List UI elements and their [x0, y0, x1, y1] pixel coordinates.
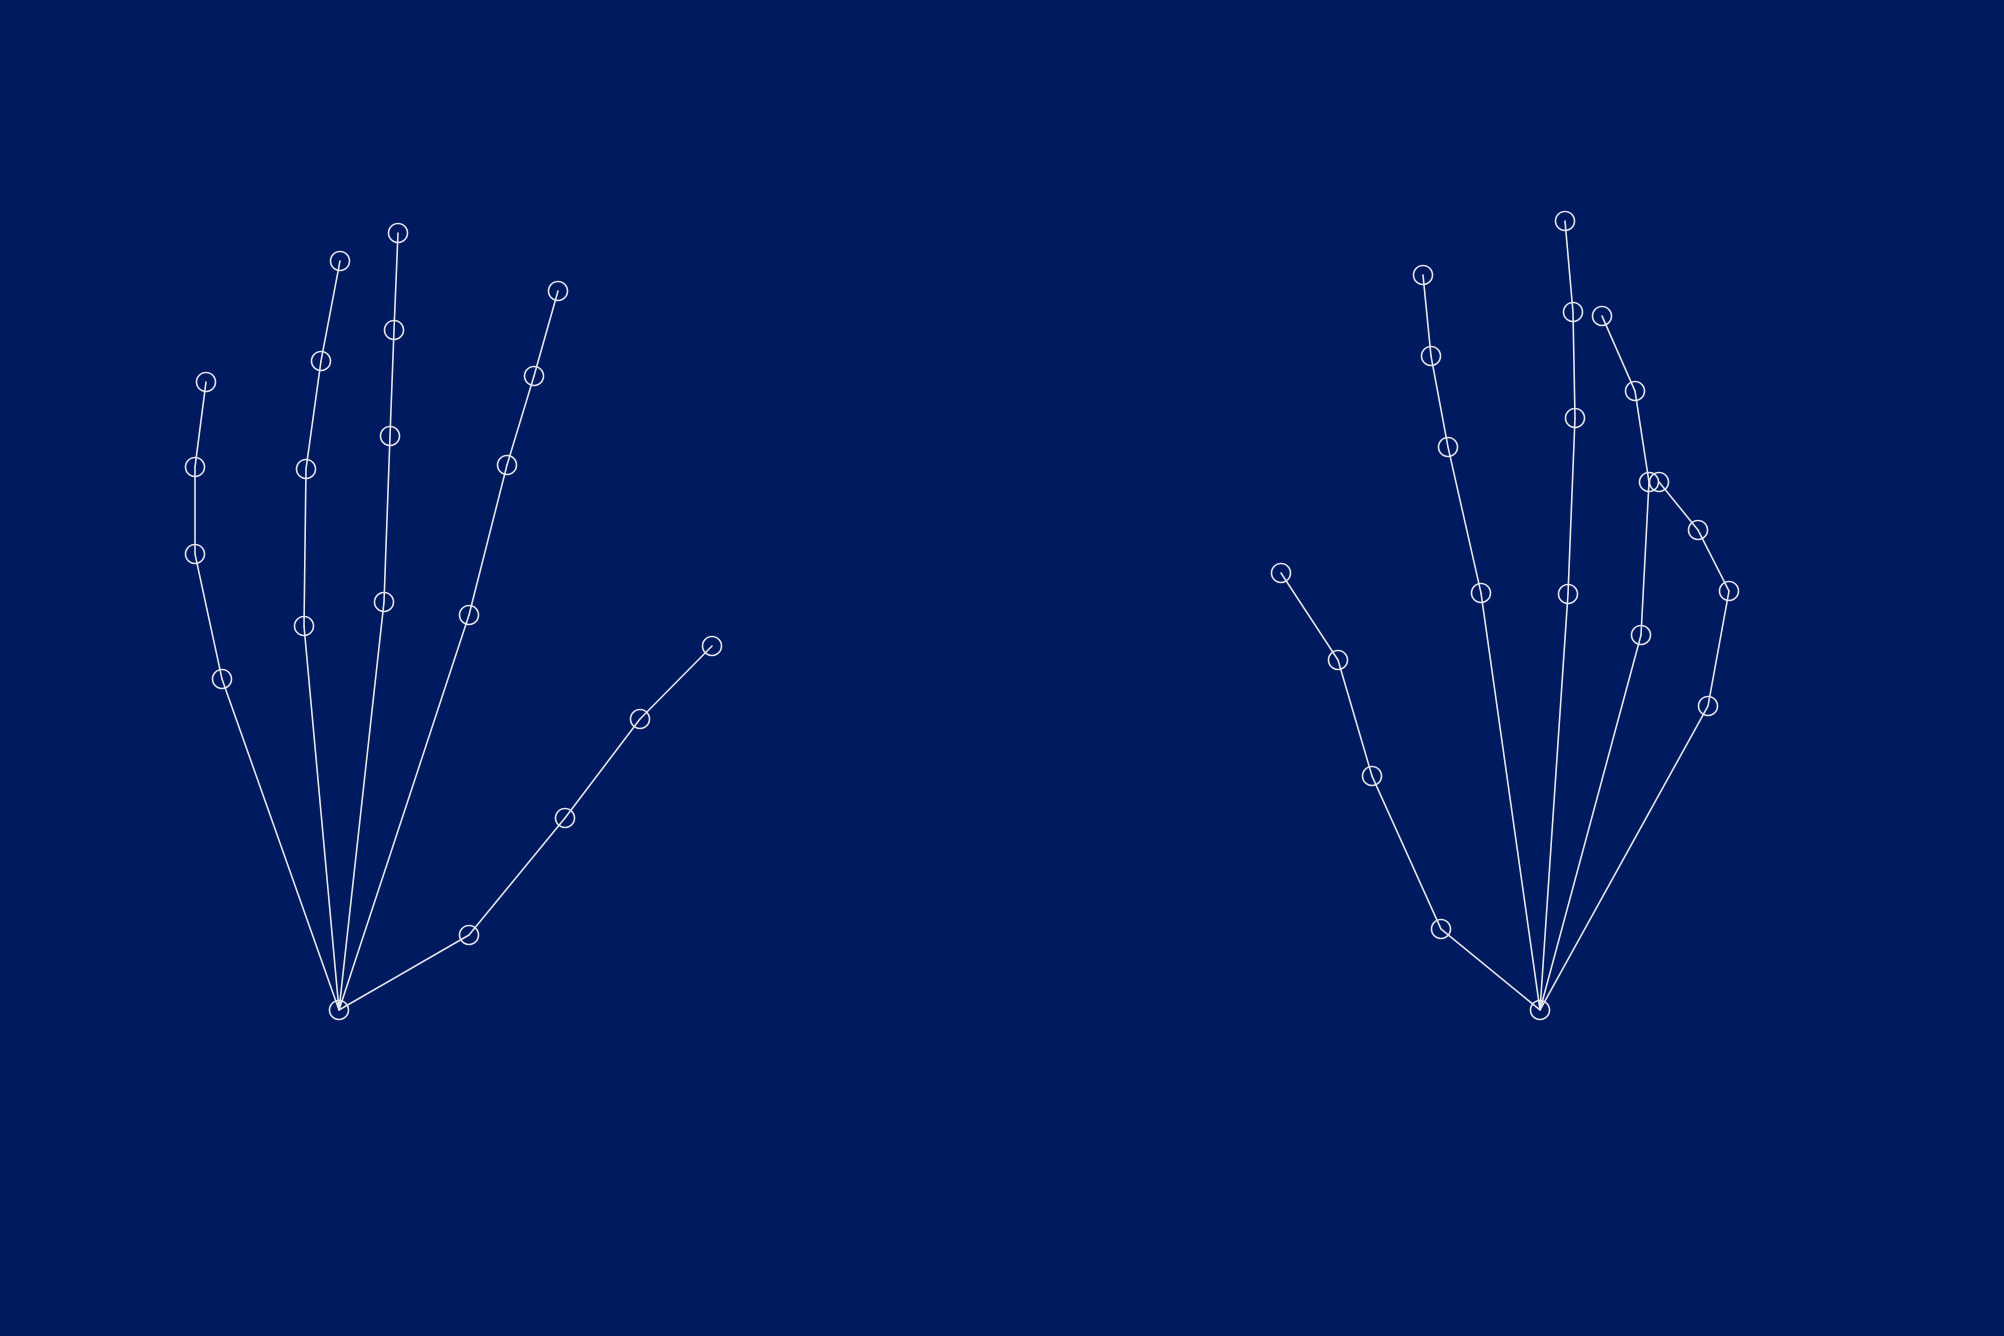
- left-hand-joint-19: [184, 456, 206, 478]
- left-hand-bone-14-15: [305, 360, 322, 470]
- right-hand-bone-0-17: [1539, 705, 1709, 1011]
- right-hand-bone-1-2: [1371, 775, 1442, 930]
- left-hand-joint-14: [295, 458, 317, 480]
- right-hand-bone-0-1: [1440, 928, 1541, 1011]
- right-hand-joint-1: [1430, 918, 1452, 940]
- left-hand: [184, 222, 723, 1021]
- left-hand-bone-0-17: [221, 678, 340, 1011]
- left-hand-bone-10-11: [389, 329, 395, 437]
- left-hand-bone-11-12: [393, 232, 399, 331]
- right-hand-bone-6-7: [1430, 355, 1449, 448]
- right-hand-joint-18: [1718, 580, 1740, 602]
- hands-layer: [184, 210, 1740, 1021]
- right-hand-bone-15-16: [1601, 315, 1636, 392]
- right-hand-joint-9: [1557, 583, 1579, 605]
- right-hand-joint-15: [1624, 380, 1646, 402]
- left-hand-joint-8: [547, 280, 569, 302]
- left-hand-bone-0-1: [338, 934, 470, 1011]
- right-hand-joint-6: [1437, 436, 1459, 458]
- right-hand-joint-12: [1554, 210, 1576, 232]
- right-hand-joint-11: [1562, 301, 1584, 323]
- left-hand-joint-3: [629, 708, 651, 730]
- left-hand-joint-0: [328, 999, 350, 1021]
- right-hand-bone-10-11: [1572, 311, 1576, 419]
- right-hand-bone-9-10: [1567, 417, 1576, 595]
- right-hand-joint-20: [1648, 471, 1670, 493]
- right-hand-joint-10: [1564, 407, 1586, 429]
- left-hand-bone-15-16: [320, 260, 341, 362]
- right-hand-bone-13-14: [1640, 481, 1650, 636]
- left-hand-joint-10: [379, 425, 401, 447]
- right-hand-joint-8: [1412, 264, 1434, 286]
- left-hand-bone-9-10: [383, 435, 391, 603]
- left-hand-joint-13: [293, 615, 315, 637]
- left-hand-joint-18: [184, 543, 206, 565]
- left-hand-joint-1: [458, 924, 480, 946]
- right-hand-bone-14-15: [1634, 390, 1650, 483]
- left-hand-joint-16: [329, 250, 351, 272]
- right-hand-joint-0: [1529, 999, 1551, 1021]
- left-hand-bone-0-9: [338, 601, 385, 1011]
- right-hand-joint-2: [1361, 765, 1383, 787]
- left-hand-joint-2: [554, 807, 576, 829]
- right-hand-bone-0-9: [1539, 593, 1569, 1011]
- right-hand-bone-0-5: [1480, 592, 1541, 1011]
- left-hand-bone-1-2: [468, 817, 566, 936]
- right-hand-bone-2-3: [1337, 659, 1373, 777]
- right-hand-joint-4: [1270, 562, 1292, 584]
- left-hand-joint-17: [211, 668, 233, 690]
- right-hand-joint-17: [1697, 695, 1719, 717]
- left-hand-bone-0-13: [303, 625, 340, 1011]
- left-hand-joint-20: [195, 371, 217, 393]
- left-hand-bone-6-7: [506, 375, 535, 466]
- right-hand-joint-7: [1420, 345, 1442, 367]
- right-hand-joint-16: [1591, 305, 1613, 327]
- left-hand-bone-19-20: [194, 381, 207, 468]
- right-hand-bone-11-12: [1564, 220, 1574, 313]
- right-hand-bone-5-6: [1447, 446, 1482, 594]
- left-hand-bone-7-8: [533, 290, 559, 377]
- right-hand-bone-0-13: [1539, 634, 1642, 1011]
- left-hand-joint-12: [387, 222, 409, 244]
- right-hand-joint-3: [1327, 649, 1349, 671]
- left-hand-joint-6: [496, 454, 518, 476]
- left-hand-joint-9: [373, 591, 395, 613]
- left-hand-joint-11: [383, 319, 405, 341]
- right-hand-joint-13: [1630, 624, 1652, 646]
- right-hand: [1270, 210, 1740, 1021]
- left-hand-bone-3-4: [639, 645, 713, 720]
- left-hand-joint-5: [458, 604, 480, 626]
- left-hand-joint-7: [523, 365, 545, 387]
- left-hand-bone-0-5: [338, 614, 470, 1011]
- left-hand-bone-2-3: [564, 718, 641, 819]
- right-hand-bone-3-4: [1280, 572, 1339, 661]
- right-hand-joint-19: [1687, 519, 1709, 541]
- left-hand-joint-15: [310, 350, 332, 372]
- right-hand-bone-19-20: [1658, 481, 1699, 531]
- right-hand-bone-17-18: [1707, 590, 1730, 707]
- right-hand-bone-7-8: [1422, 274, 1432, 357]
- right-hand-joint-5: [1470, 582, 1492, 604]
- left-hand-joint-4: [701, 635, 723, 657]
- left-hand-bone-5-6: [468, 464, 508, 616]
- left-hand-bone-17-18: [194, 553, 223, 680]
- left-hand-bone-13-14: [303, 468, 307, 627]
- right-hand-bone-18-19: [1697, 529, 1730, 592]
- right-hand-joint-14: [1638, 471, 1660, 493]
